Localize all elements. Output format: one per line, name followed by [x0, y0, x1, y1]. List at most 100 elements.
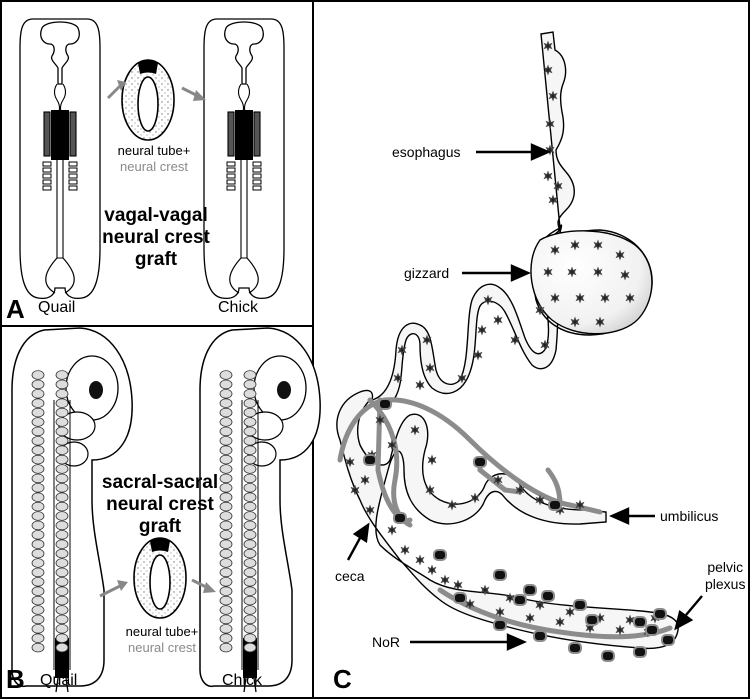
somite	[31, 520, 45, 531]
panel-b-chick-label: Chick	[222, 672, 263, 689]
somite	[55, 595, 69, 606]
somite	[31, 558, 45, 568]
ganglion-mark	[473, 456, 487, 468]
somite	[219, 614, 233, 625]
gizzard	[530, 230, 653, 335]
somite	[243, 370, 257, 380]
somite	[31, 417, 45, 427]
gizzard-label: gizzard	[404, 265, 450, 281]
neuron-mark	[415, 379, 425, 391]
neuron-mark	[543, 170, 553, 182]
ganglion-mark	[393, 512, 407, 524]
somite	[219, 379, 233, 390]
somite	[243, 454, 257, 465]
somite	[219, 576, 233, 587]
panel-b-title-line1: sacral-sacral	[101, 472, 219, 493]
panel-b-caption-line1: neural tube+	[125, 624, 199, 639]
panel-b-letter: B	[6, 664, 25, 694]
somite	[219, 511, 233, 521]
somite	[55, 567, 69, 578]
somite	[243, 539, 257, 549]
somite	[219, 605, 233, 615]
ganglion-mark	[601, 650, 615, 662]
ganglion-mark	[493, 569, 507, 581]
somite	[31, 595, 45, 606]
nor-arrowhead	[506, 633, 527, 651]
panel-a-chick-embryo	[203, 18, 285, 300]
esophagus-label: esophagus	[392, 144, 461, 160]
gizzard-arrowhead	[510, 264, 531, 282]
ceca-arrow	[346, 537, 362, 561]
somite	[243, 407, 257, 418]
somite	[243, 482, 257, 493]
somite	[243, 464, 257, 474]
somite	[31, 379, 45, 390]
somite	[31, 529, 45, 540]
somite	[219, 454, 233, 465]
nor-label: NoR	[372, 634, 401, 650]
somite	[55, 426, 69, 437]
somite	[31, 501, 45, 512]
somite	[243, 426, 257, 437]
somite	[55, 464, 69, 474]
somite	[219, 445, 233, 456]
somite	[55, 614, 69, 625]
somite	[31, 548, 45, 559]
somite	[219, 520, 233, 531]
somite	[55, 633, 69, 643]
panel-a-title: vagal-vagal neural crest graft	[102, 205, 210, 271]
somite	[55, 473, 69, 484]
panel-b-neural-tube	[133, 537, 187, 619]
neuron-mark	[427, 564, 437, 576]
panel-b-somites	[31, 370, 257, 653]
panel-b-arrow-right-head	[203, 582, 216, 593]
somite	[219, 370, 233, 380]
somite	[243, 548, 257, 559]
ganglion-mark	[541, 590, 555, 602]
panel-a-caption-line1: neural tube+	[117, 143, 191, 158]
enteric-neurons	[345, 40, 660, 638]
somite	[243, 605, 257, 615]
panel-b-title-line3: graft	[138, 516, 182, 537]
neuron-mark	[415, 554, 425, 566]
somite	[31, 642, 45, 653]
ganglion-mark	[548, 499, 562, 511]
somite	[55, 407, 69, 418]
somite	[31, 398, 45, 409]
panel-a-letter: A	[6, 294, 25, 324]
panel-b-caption-line2: neural crest	[128, 640, 196, 655]
somite	[31, 388, 45, 399]
neuron-mark	[440, 574, 450, 586]
somite	[55, 576, 69, 587]
somite	[243, 398, 257, 409]
somite	[219, 539, 233, 549]
panel-a-title-line1: vagal-vagal	[104, 205, 208, 226]
somite	[55, 492, 69, 503]
pelvic-plexus-arrow	[685, 595, 703, 616]
somite	[31, 473, 45, 484]
somite	[31, 426, 45, 437]
somite	[55, 529, 69, 540]
neuron-mark	[493, 314, 503, 326]
panel-a-title-line2: neural crest	[102, 227, 210, 248]
ganglion-mark	[645, 624, 659, 636]
ganglion-mark	[533, 630, 547, 642]
somite	[243, 558, 257, 568]
somite	[219, 435, 233, 446]
gut-outline	[336, 31, 679, 650]
panel-b-caption: neural tube+ neural crest	[120, 624, 204, 656]
somite	[55, 388, 69, 399]
nerve-cord	[337, 397, 673, 640]
somite	[219, 407, 233, 418]
somite	[31, 445, 45, 456]
somite	[55, 398, 69, 409]
somite	[31, 464, 45, 474]
panel-a-title-line3: graft	[134, 249, 178, 270]
somite	[31, 539, 45, 549]
panel-a-neural-tube	[121, 59, 175, 141]
ganglion-mark	[633, 646, 647, 658]
esophagus-arrowhead	[530, 143, 551, 161]
somite	[55, 511, 69, 521]
